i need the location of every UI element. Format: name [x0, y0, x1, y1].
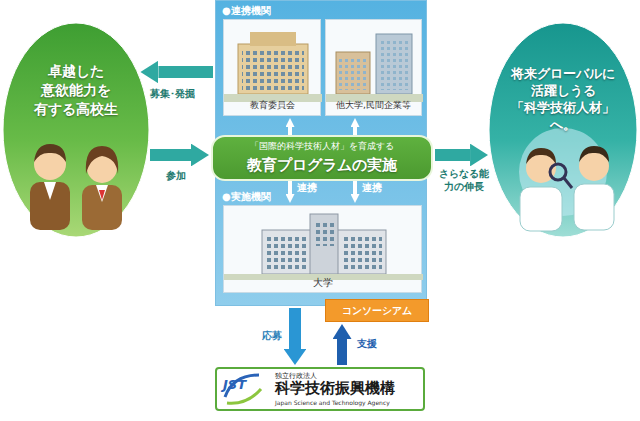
ellipse-node: 卓越した 意欲能力を 有する高校生 [2, 22, 150, 238]
node-text: 教育プログラムの実施 [213, 155, 431, 176]
box-node: ●連携機関●実施機関教育委員会他大学,民間企業等「国際的科学技術人材」を育成する… [215, 0, 427, 306]
drawing-part [310, 214, 338, 274]
node-text: 他大学,民間企業等 [326, 99, 421, 112]
drawing-part [82, 185, 122, 230]
company-buildings [326, 22, 423, 102]
edge-label: 参加 [166, 170, 186, 183]
drawing-part [99, 190, 105, 200]
edge-label: 連携 [362, 182, 382, 195]
drawing-part [30, 182, 70, 230]
box-node: 教育委員会 [223, 19, 321, 116]
drawing-part [44, 182, 56, 200]
edge-label: さらなる能力の伸長 [438, 168, 490, 193]
node-text: Japan Science and Technology Agency [275, 399, 390, 406]
drawing-part [266, 235, 306, 271]
node-text: 卓越した 意欲能力を 有する高校生 [26, 62, 126, 119]
box-node: 大学 [223, 205, 422, 293]
box-node: 「国際的科学技術人材」を育成する教育プログラムの実施 [211, 135, 433, 181]
drawing-part [96, 185, 108, 202]
drawing-part [238, 44, 308, 94]
node-text: 科学技術振興機構 [275, 379, 395, 398]
connector-arrow [337, 339, 347, 365]
ellipse-shape [2, 22, 150, 238]
box-node: コンソーシアム [325, 299, 429, 322]
node-text: 「国際的科学技術人材」を育成する [213, 140, 431, 153]
connector-arrow [435, 149, 470, 161]
node-text: 将来グローバルに 活躍しうる 「科学技術人材」へ。 [507, 66, 619, 134]
drawing-part [250, 32, 296, 46]
drawing-part [242, 50, 304, 90]
connector-arrow [353, 127, 357, 194]
university-building [224, 208, 423, 280]
drawing-part [574, 184, 614, 230]
drawing-part [34, 144, 66, 162]
connector-arrow [289, 308, 301, 349]
ellipse-fill [489, 23, 637, 237]
edge-label: 支援 [357, 338, 377, 351]
drawing-part [526, 148, 556, 164]
drawing-part [579, 146, 609, 162]
edge-label: 連携 [297, 182, 317, 195]
drawing-part [564, 178, 572, 188]
node-text: 大学 [224, 276, 421, 290]
node-text: コンソーシアム [326, 300, 428, 321]
drawing-part [550, 164, 566, 180]
ellipse-node: 将来グローバルに 活躍しうる 「科学技術人材」へ。 [488, 22, 638, 238]
logo-text: JST [223, 377, 246, 392]
node-text: ●実施機関 [222, 190, 271, 204]
drawing-part [314, 220, 334, 246]
edge-label: 募集･発掘 [150, 88, 195, 101]
drawing-part [339, 56, 367, 90]
ellipse-fill [3, 23, 149, 237]
connector-arrow [158, 66, 213, 78]
drawing-part [86, 146, 118, 174]
office-building [224, 22, 322, 102]
node-text: ●連携機関 [222, 4, 271, 18]
drawing-part [336, 52, 370, 94]
connector-arrow [288, 127, 292, 194]
drawing-part [520, 187, 562, 231]
box-node: 他大学,民間企業等 [325, 19, 422, 116]
students-illustration [2, 22, 150, 238]
drawing-part [342, 235, 382, 271]
drawing-part [376, 34, 412, 94]
connector-arrow [150, 149, 191, 161]
edge-label: 応募 [262, 330, 282, 343]
drawing-part [379, 38, 409, 90]
box-node: 独立行政法人科学技術振興機構Japan Science and Technolo… [215, 367, 425, 411]
node-text: 教育委員会 [224, 99, 320, 112]
